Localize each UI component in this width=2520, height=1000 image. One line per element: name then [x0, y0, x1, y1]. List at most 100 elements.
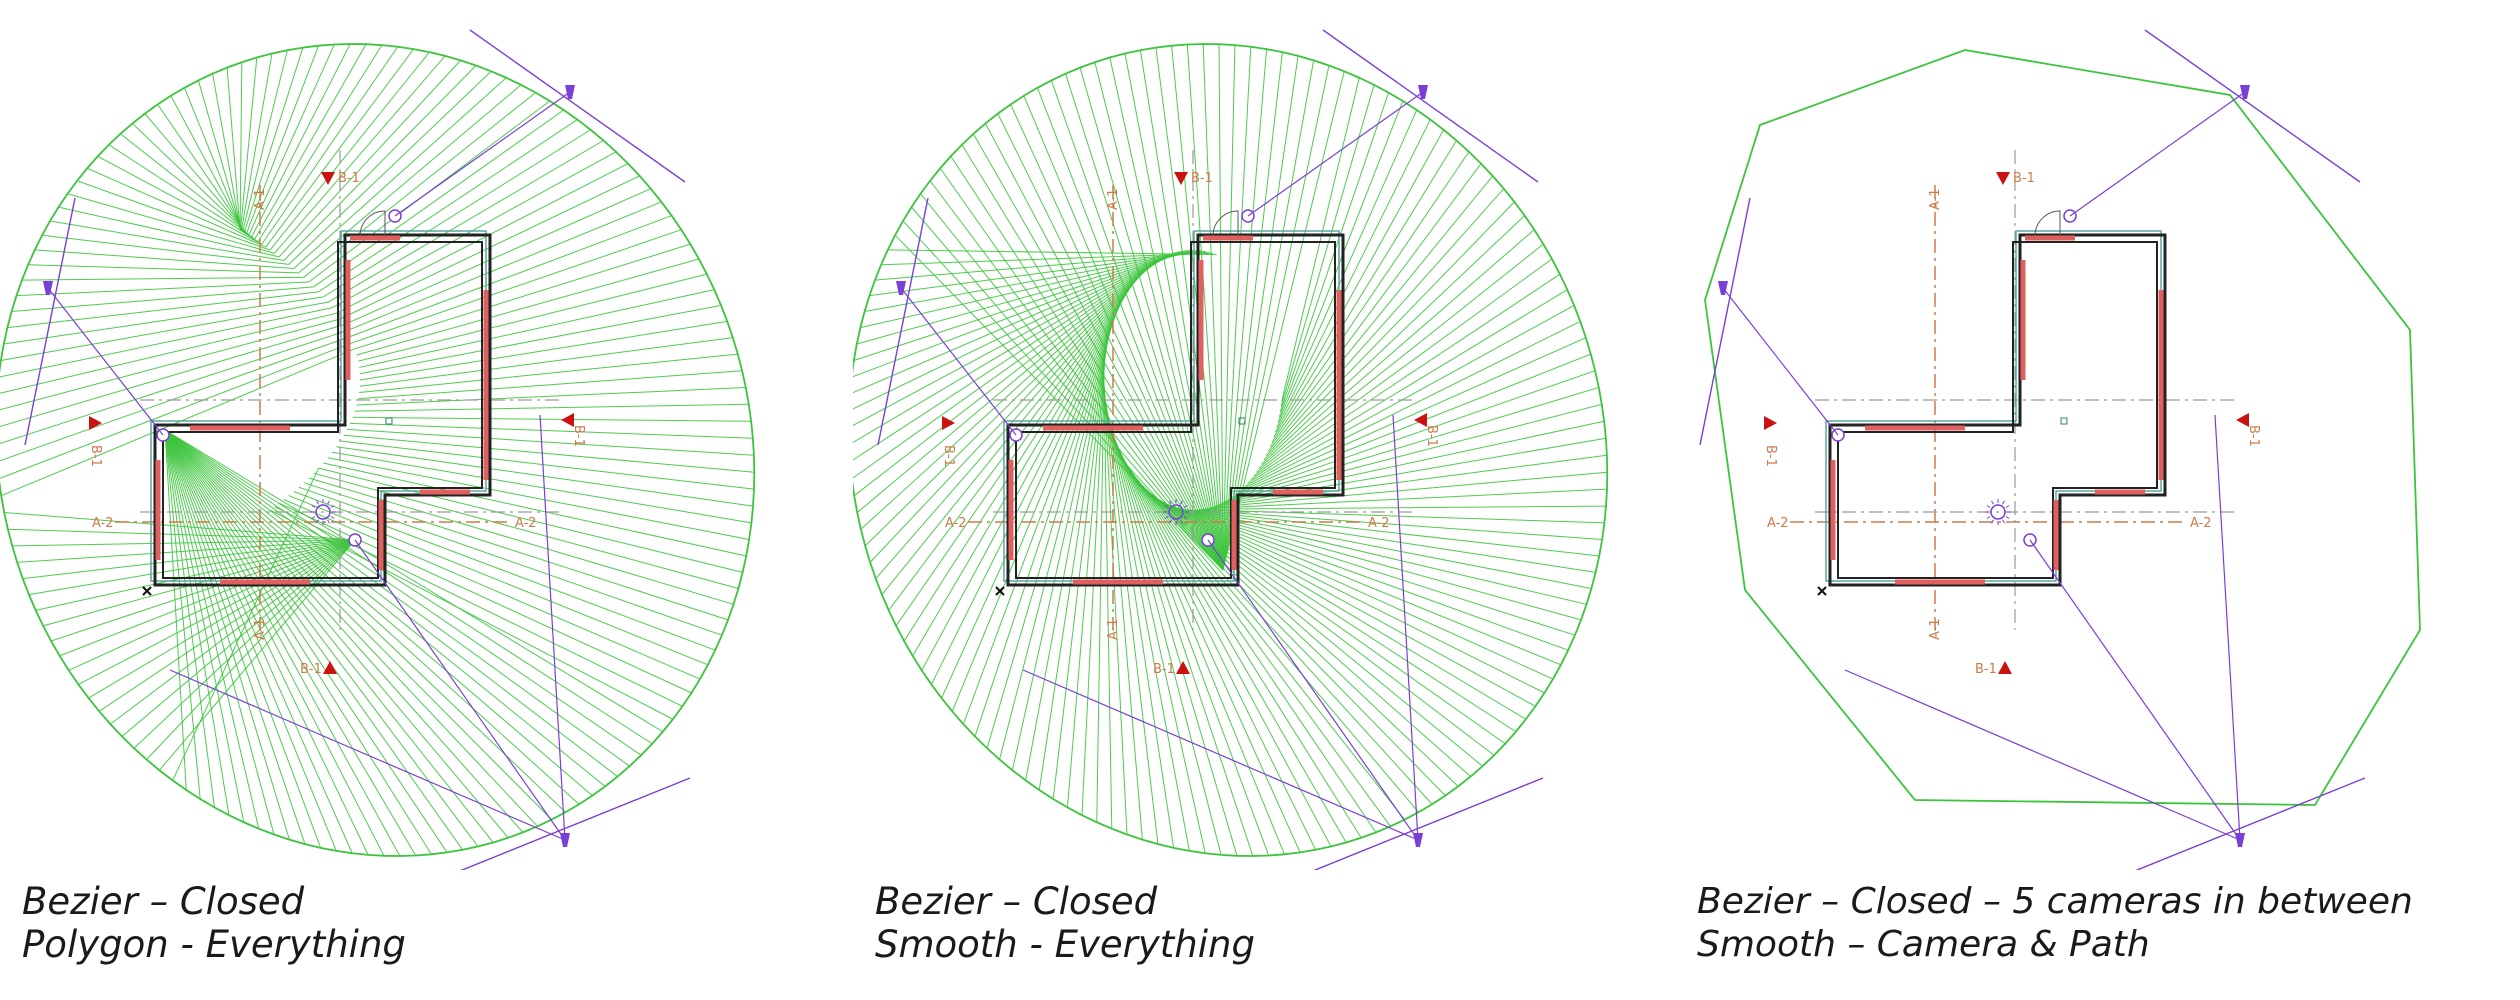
- door-swing: [359, 210, 386, 237]
- door-swing: [2034, 210, 2061, 237]
- fan-ray-13: [1195, 509, 1603, 541]
- sun-ray-icon: [330, 516, 335, 519]
- camera-target-line-2: [1392, 414, 1419, 841]
- camera-target-line-1: [47, 287, 164, 436]
- fan-ray-33: [164, 429, 580, 805]
- section-marker-bottom: [1176, 661, 1190, 674]
- fan-ray-82: [0, 336, 351, 462]
- fan-ray-0: [359, 320, 728, 381]
- fan-ray-90: [860, 249, 1199, 329]
- fan-ray-49: [164, 429, 337, 852]
- fan-ray-55: [164, 429, 245, 823]
- fan-ray-129: [1222, 71, 1345, 571]
- fan-ray-17: [308, 477, 734, 605]
- fan-ray-117: [243, 47, 304, 233]
- fan-ray-148: [1247, 289, 1568, 484]
- fan-ray-62: [146, 539, 356, 760]
- survey-point-icon: [1238, 417, 1246, 425]
- caption-line-2: Smooth - Everything: [875, 923, 1255, 966]
- section-marker-left: [89, 416, 102, 430]
- fan-ray-41: [1110, 433, 1317, 851]
- sun-ray-icon: [330, 505, 335, 508]
- sun-ray-icon: [2005, 505, 2010, 508]
- fan-ray-81: [0, 342, 353, 479]
- fan-ray-47: [164, 429, 369, 856]
- fan-ray-37: [1117, 452, 1377, 833]
- camera-path-polygon: [1704, 49, 2421, 806]
- fan-ray-2: [1234, 353, 1591, 496]
- label-b1-top: B-1: [1191, 171, 1213, 186]
- fan-ray-70: [912, 287, 1131, 657]
- fan-ray-107: [157, 104, 247, 235]
- fan-ray-22: [283, 499, 701, 680]
- fan-ray-146: [356, 258, 700, 356]
- fan-ray-127: [1222, 60, 1315, 571]
- fan-ray-42: [1109, 428, 1301, 853]
- fan-ray-129: [288, 70, 492, 265]
- fan-ray-7: [349, 422, 753, 439]
- camera-target-line-extra: [1022, 669, 1419, 841]
- camera-target-line-0: [394, 91, 571, 217]
- label-a1-top: A-1: [1106, 188, 1121, 210]
- camera-target-line-2: [539, 414, 566, 841]
- fan-ray-39: [1113, 442, 1347, 843]
- fan-ray-135: [318, 119, 578, 293]
- fan-ray-110: [1050, 80, 1224, 571]
- label-b1-top: B-1: [2013, 171, 2035, 186]
- caption-line-1: Bezier – Closed: [875, 880, 1158, 923]
- sun-icon: [1990, 504, 2006, 520]
- wall-inner: [1837, 241, 2158, 579]
- label-a2-right: A-2: [2190, 516, 2212, 531]
- fan-ray-88: [853, 249, 1191, 361]
- fan-ray-70: [59, 539, 356, 657]
- fan-ray-94: [881, 252, 1214, 266]
- fan-ray-149: [359, 304, 722, 375]
- fan-ray-120: [251, 43, 351, 238]
- fan-ray-24: [1154, 497, 1536, 707]
- label-a2-right: A-2: [515, 516, 537, 531]
- camera-target-line-extra: [2029, 539, 2241, 841]
- fan-ray-27: [1144, 489, 1506, 745]
- fan-ray-97: [49, 220, 284, 262]
- fan-ray-77: [864, 264, 1152, 547]
- fan-ray-5: [1224, 403, 1602, 503]
- wall-outer: [1006, 233, 1345, 587]
- fan-ray-80: [853, 258, 1162, 497]
- fan-ray-115: [1124, 53, 1224, 571]
- fan-ray-118: [245, 45, 320, 235]
- label-a1-bottom: A-1: [1106, 618, 1121, 640]
- label-b1-right: B-1: [1424, 425, 1439, 447]
- fan-ray-4: [1228, 386, 1599, 501]
- fan-ray-141: [343, 188, 651, 326]
- fan-ray-136: [1274, 129, 1445, 433]
- fan-ray-49: [1102, 391, 1190, 851]
- fan-ray-83: [0, 330, 348, 445]
- label-b1-left: B-1: [88, 445, 103, 467]
- label-a1-top: A-1: [253, 188, 268, 210]
- fan-ray-78: [860, 262, 1155, 530]
- fan-ray-121: [1218, 44, 1224, 571]
- fan-ray-52: [164, 429, 290, 840]
- fan-ray-98: [58, 206, 280, 258]
- fan-ray-43: [164, 429, 432, 855]
- wall-outer: [1828, 233, 2167, 587]
- fan-ray-72: [43, 539, 356, 627]
- fan-ray-103: [108, 144, 259, 243]
- fan-ray-117: [1155, 47, 1224, 571]
- fan-ray-99: [920, 193, 1224, 571]
- fan-ray-139: [1269, 163, 1482, 448]
- sun-ray-icon: [1164, 505, 1169, 508]
- fan-ray-39: [164, 429, 494, 843]
- fan-ray-8: [346, 428, 754, 456]
- camera-view-line-0: [1322, 29, 1539, 183]
- camera-target-line-0: [2069, 91, 2246, 217]
- label-b1-right: B-1: [2246, 425, 2261, 447]
- fan-ray-78: [7, 528, 356, 541]
- fan-ray-83: [853, 253, 1173, 444]
- fan-ray-68: [78, 539, 356, 685]
- fan-ray-46: [1104, 407, 1238, 856]
- fan-ray-116: [242, 50, 288, 232]
- camera-view-line-2: [2135, 777, 2366, 870]
- fan-ray-60: [1025, 332, 1110, 781]
